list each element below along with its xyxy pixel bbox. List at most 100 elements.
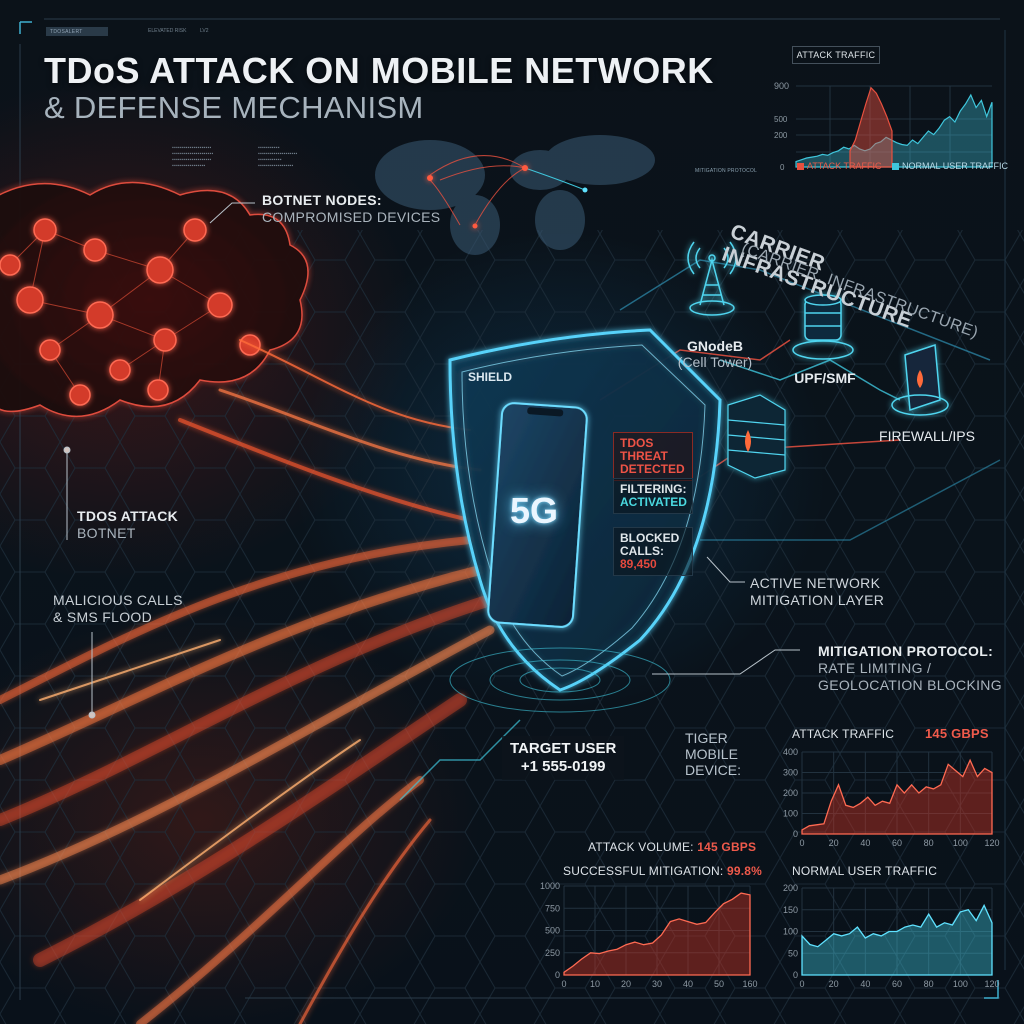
botnet-nodes-title: BOTNET NODES: [262, 192, 382, 208]
svg-text:750: 750 [545, 903, 560, 913]
device-line1: TIGER [685, 730, 728, 746]
svg-text:0: 0 [793, 970, 798, 980]
svg-text:30: 30 [652, 979, 662, 989]
attack-volume-stat: ATTACK VOLUME: 145 GBPS [588, 840, 756, 854]
svg-text:0: 0 [799, 838, 804, 848]
gnodeb-sub: (Cell Tower) [677, 354, 753, 370]
svg-text:300: 300 [783, 768, 798, 778]
attack-traffic-headline-value: 145 GBPS [925, 726, 989, 741]
gnodeb-label: GNodeB [687, 338, 743, 354]
svg-text:160: 160 [742, 979, 757, 989]
blocked-label: BLOCKED CALLS: [620, 531, 680, 558]
page-subtitle: & DEFENSE MECHANISM [44, 90, 424, 125]
filtering-value: ACTIVATED [620, 495, 687, 509]
filtering-label: FILTERING: [620, 482, 687, 496]
svg-text:200: 200 [783, 788, 798, 798]
svg-text:200: 200 [774, 131, 788, 140]
upf-label: UPF/SMF [794, 370, 856, 386]
svg-text:100: 100 [953, 979, 968, 989]
botnet-nodes-label: BOTNET NODES: COMPROMISED DEVICES [262, 192, 440, 226]
legend-attack: ATTACK TRAFFIC [797, 161, 882, 171]
tdos-botnet-subtitle: BOTNET [77, 525, 136, 541]
svg-text:0: 0 [561, 979, 566, 989]
svg-text:1000: 1000 [540, 881, 560, 891]
svg-text:500: 500 [774, 115, 788, 124]
threat-detected-panel: TDOS THREAT DETECTED [613, 432, 693, 481]
upf-node: UPF/SMF [785, 370, 865, 386]
legend-normal-swatch [892, 163, 900, 171]
legend-normal: NORMAL USER TRAFFIC [892, 161, 1008, 171]
decorative-text-block-2: ▪▪▪▪▪▪▪▪▪▪▪▪▪▪▪▪▪▪▪▪▪▪▪▪▪▪▪▪▪▪▪▪▪▪▪▪▪▪▪▪… [258, 145, 298, 169]
shield-label: SHIELD [468, 370, 513, 384]
botnet-nodes-subtitle: COMPROMISED DEVICES [262, 209, 441, 225]
svg-text:20: 20 [621, 979, 631, 989]
threat-text: TDOS THREAT DETECTED [620, 436, 685, 476]
malicious-line1: MALICIOUS CALLS [53, 592, 183, 608]
mitigation-protocol-line1: RATE LIMITING / [818, 660, 932, 676]
mitigation-protocol-line2: GEOLOCATION BLOCKING [818, 677, 1002, 693]
risk-tag: ELEVATED RISK [148, 28, 187, 34]
svg-text:50: 50 [788, 948, 798, 958]
svg-text:0: 0 [799, 979, 804, 989]
top-chart-legend: ATTACK TRAFFIC NORMAL USER TRAFFIC [797, 161, 1016, 171]
svg-text:50: 50 [714, 979, 724, 989]
legend-attack-label: ATTACK TRAFFIC [807, 161, 882, 171]
mitigation-protocol-title: MITIGATION PROTOCOL: [818, 643, 994, 659]
svg-text:400: 400 [783, 747, 798, 757]
target-user-box: TARGET USER +1 555-0199 [502, 736, 625, 780]
legend-attack-swatch [797, 163, 804, 171]
svg-text:60: 60 [892, 838, 902, 848]
svg-text:100: 100 [783, 809, 798, 819]
mitigation-value: 99.8% [726, 864, 762, 878]
mitigation-label: SUCCESSFUL MITIGATION: [563, 864, 724, 878]
svg-text:40: 40 [860, 979, 870, 989]
device-label: TIGER MOBILE DEVICE: [685, 730, 741, 778]
svg-text:120: 120 [984, 979, 999, 989]
svg-text:20: 20 [829, 979, 839, 989]
active-layer-line2: MITIGATION LAYER [750, 592, 885, 608]
device-line3: DEVICE: [685, 762, 742, 778]
svg-text:40: 40 [683, 979, 693, 989]
top-traffic-chart: 900 500 200 0 [770, 72, 1020, 172]
device-line2: MOBILE [685, 746, 738, 762]
svg-text:80: 80 [924, 838, 934, 848]
top-chart-title: ATTACK TRAFFIC [792, 46, 880, 64]
attack-volume-label: ATTACK VOLUME: [588, 840, 694, 854]
svg-text:10: 10 [590, 979, 600, 989]
legend-normal-label: NORMAL USER TRAFFIC [902, 161, 1009, 171]
attack-traffic-headline: 145 GBPS [925, 726, 989, 741]
svg-text:0: 0 [555, 970, 560, 980]
phone-5g-text: 5G [510, 490, 559, 531]
mitigation-protocol-label: MITIGATION PROTOCOL: RATE LIMITING / GEO… [818, 643, 1002, 694]
attack-traffic-chart-title: ATTACK TRAFFIC [792, 727, 895, 741]
active-layer-label: ACTIVE NETWORK MITIGATION LAYER [750, 575, 884, 609]
svg-text:80: 80 [924, 979, 934, 989]
gnodeb-node: GNodeB (Cell Tower) [670, 338, 760, 370]
normal-traffic-chart-title: NORMAL USER TRAFFIC [792, 864, 938, 878]
svg-text:200: 200 [783, 883, 798, 893]
tdos-botnet-title: TDOS ATTACK [77, 508, 179, 524]
target-user-phone: +1 555-0199 [520, 758, 606, 775]
svg-text:250: 250 [545, 948, 560, 958]
svg-text:150: 150 [783, 905, 798, 915]
filtering-panel: FILTERING: ACTIVATED [613, 478, 693, 514]
mitigation-stat: SUCCESSFUL MITIGATION: 99.8% [563, 864, 762, 878]
svg-text:120: 120 [984, 838, 999, 848]
map-label: MITIGATION PROTOCOL [695, 168, 757, 174]
top-traffic-plot: 900 500 200 0 [774, 81, 993, 172]
tdos-botnet-label: TDOS ATTACK BOTNET [77, 508, 178, 542]
firewall-label: FIREWALL/IPS [879, 428, 975, 444]
svg-text:40: 40 [860, 838, 870, 848]
malicious-flood-label: MALICIOUS CALLS & SMS FLOOD [53, 592, 183, 626]
level-tag: LV2 [200, 28, 209, 34]
decorative-text-block: ▪▪▪▪▪▪▪▪▪▪▪▪▪▪▪▪▪▪▪▪▪▪▪▪▪▪▪▪▪▪▪▪▪▪▪▪▪▪▪▪… [172, 145, 214, 169]
svg-text:20: 20 [829, 838, 839, 848]
svg-text:0: 0 [780, 163, 785, 172]
attack-volume-value: 145 GBPS [697, 840, 757, 854]
